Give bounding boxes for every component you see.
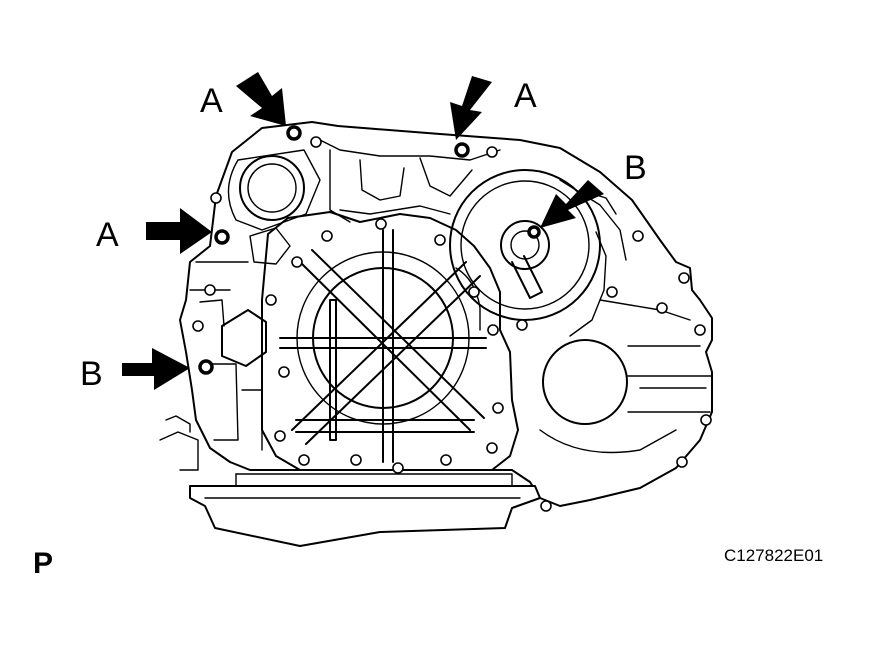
arrow-a-left [146,208,212,254]
arrow-a-top-right [450,76,492,140]
callout-arrows [122,72,604,390]
label-b-right: B [624,149,647,187]
bolt-holes [192,136,712,512]
label-a-top-right: A [514,77,537,115]
arrow-a-top-left [236,72,286,126]
arrow-b-left [122,348,190,390]
marked-points [198,125,541,375]
label-b-left: B [80,355,103,393]
label-a-top-left: A [200,82,223,120]
transaxle-housing [159,121,713,547]
arrow-b-right [540,180,604,228]
label-a-left: A [96,216,119,254]
figure-code: C127822E01 [724,546,823,565]
view-letter: P [33,547,53,580]
